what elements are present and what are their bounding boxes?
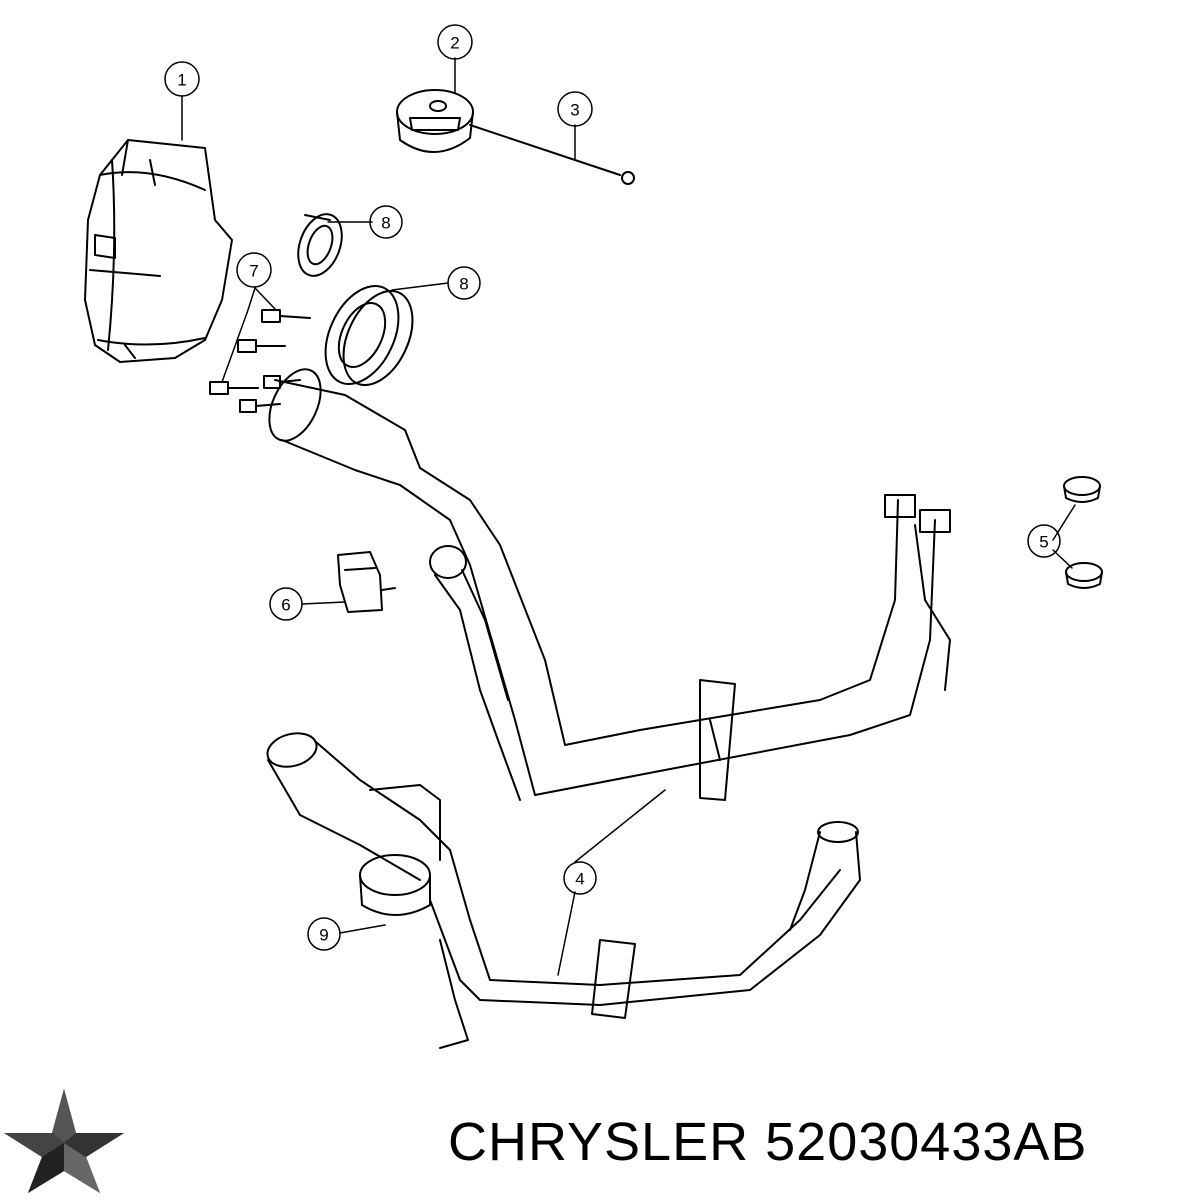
leader-lines [181,57,1076,976]
callout-circles [164,24,1061,951]
part-filler-tube-lower [266,732,861,1049]
callout-6: 6 [281,596,290,615]
part-number: 52030433AB [765,1112,1088,1172]
callout-5: 5 [1039,533,1048,552]
callout-7: 7 [249,262,258,281]
callout-9: 9 [319,926,328,945]
chrysler-pentastar-icon [4,1089,124,1193]
part-connectors [209,309,311,413]
callout-4: 4 [575,870,584,889]
part-filler-housing [84,139,233,363]
part-tether [469,124,635,185]
part-filler-tube-upper [268,368,951,801]
callout-1: 1 [177,71,186,90]
part-clamps [1063,476,1103,589]
callout-2: 2 [450,34,459,53]
part-caption: CHRYSLER 52030433AB [448,1104,1188,1180]
brand-logo [0,1085,128,1197]
callout-8-small: 8 [381,214,390,233]
callout-3: 3 [570,101,579,120]
part-grommet-small [297,213,343,277]
callout-labels: 1 2 3 8 8 7 5 6 4 9 [177,34,1048,945]
part-grommet-large [324,284,414,387]
brand-name: CHRYSLER [448,1112,750,1172]
callout-8-large: 8 [459,275,468,294]
part-fuel-cap [396,89,474,153]
part-bracket [337,551,396,613]
